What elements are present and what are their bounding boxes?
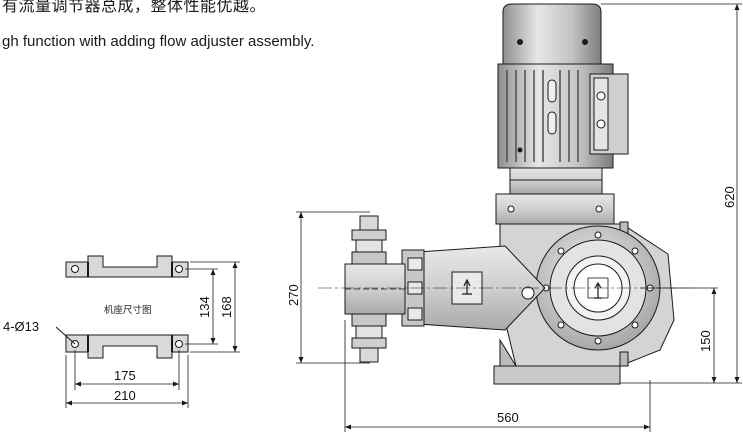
pump-base [493,365,621,385]
mount-hole-icon [175,265,183,273]
motor-top-cap [502,3,602,65]
flow-arrow-icon [594,281,602,299]
mount-hole-icon [71,265,79,273]
motor-cooling-fins [506,70,579,162]
discharge-valve [351,215,387,265]
motor-flange [509,167,603,195]
dim-210-label: 210 [114,388,136,403]
dim-270-label: 270 [286,284,301,306]
pump-assembly [344,3,675,385]
dim-134-label: 134 [197,296,212,318]
dim-175-label: 175 [114,368,136,383]
pump-dimension-lines [296,3,742,432]
dim-168-label: 168 [219,296,234,318]
caption-chinese: 有流量调节器总成，整体性能优越。 [2,0,267,15]
flow-arrow-icon [462,278,472,295]
caption-english: gh function with adding flow adjuster as… [2,33,315,50]
dim-560-label: 560 [497,410,519,425]
base-bottom-bracket [65,334,189,359]
mount-hole-icon [175,340,183,348]
hole-spec-label: 4-Ø13 [3,319,39,334]
base-top-bracket [65,255,189,278]
suction-valve [351,313,387,363]
base-drawing-label: 机座尺寸图 [104,304,152,316]
base-plan-drawing [55,255,240,408]
dim-620-label: 620 [722,186,737,208]
dim-150-label: 150 [698,330,713,352]
